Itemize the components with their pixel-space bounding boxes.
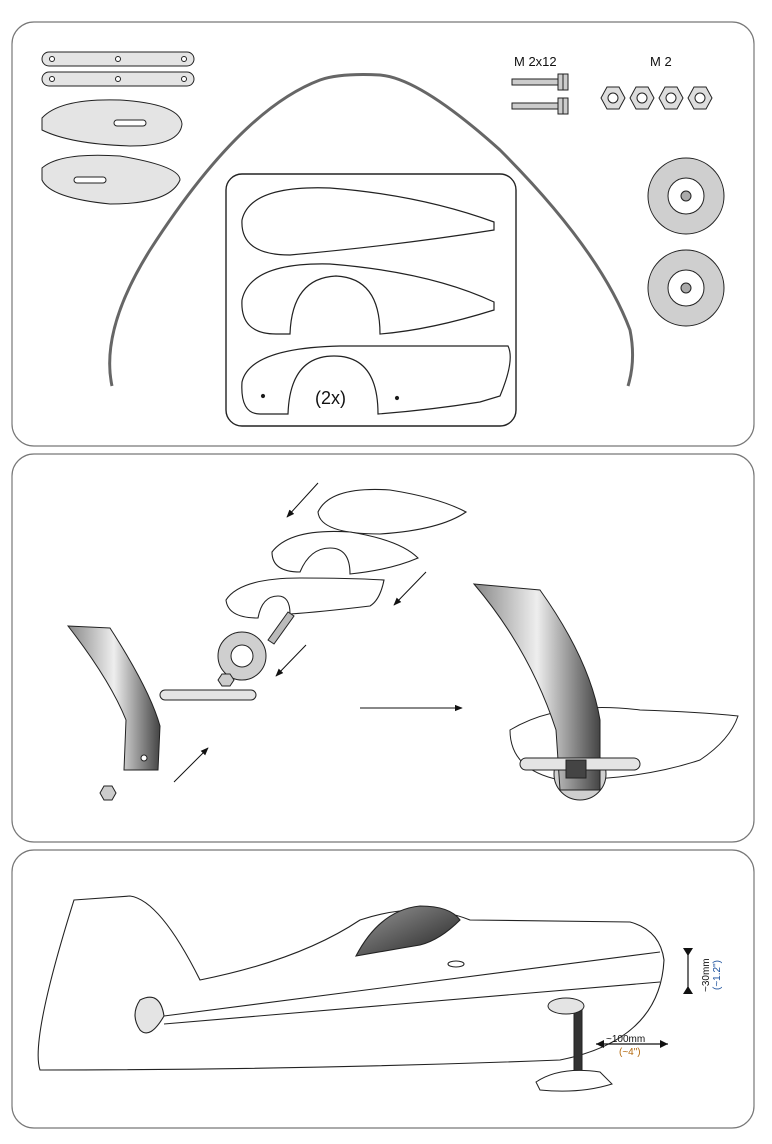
length-dimension: ~100mm — [606, 1034, 645, 1045]
exploded-wheel-pant — [225, 488, 468, 619]
panel-assembly-steps — [11, 453, 755, 843]
axle-bolt — [267, 611, 295, 645]
strap-plate — [159, 689, 257, 701]
length-dimension-imperial: (~4") — [619, 1047, 641, 1058]
wheel-pants-strap-plates — [41, 51, 195, 87]
wheel-pant-halves — [241, 187, 511, 415]
assembled-gear — [472, 583, 739, 801]
panel-aircraft-side-view: ~30mm (~1.2") ~100mm (~4") — [11, 849, 755, 1129]
fuselage-outline — [37, 895, 665, 1071]
wheel-pant — [535, 1069, 613, 1092]
screw-icon — [511, 73, 569, 115]
wheel-icons — [647, 157, 725, 327]
height-dimension-imperial: (~1.2") — [712, 960, 723, 990]
loose-nut — [99, 785, 117, 801]
wheel-pant-mount-plates — [41, 99, 183, 205]
wheel — [217, 631, 267, 681]
nut-size-label: M 2 — [650, 54, 672, 69]
nut — [217, 673, 235, 687]
cowl-outline — [108, 73, 635, 387]
nut-icons — [600, 86, 713, 110]
screw-size-label: M 2x12 — [514, 54, 557, 69]
quantity-label: (2x) — [315, 388, 346, 408]
panel-parts-list: (2x) M 2x12 M 2 — [11, 21, 755, 447]
landing-gear-strut — [66, 625, 161, 771]
height-dimension: ~30mm — [701, 958, 712, 992]
